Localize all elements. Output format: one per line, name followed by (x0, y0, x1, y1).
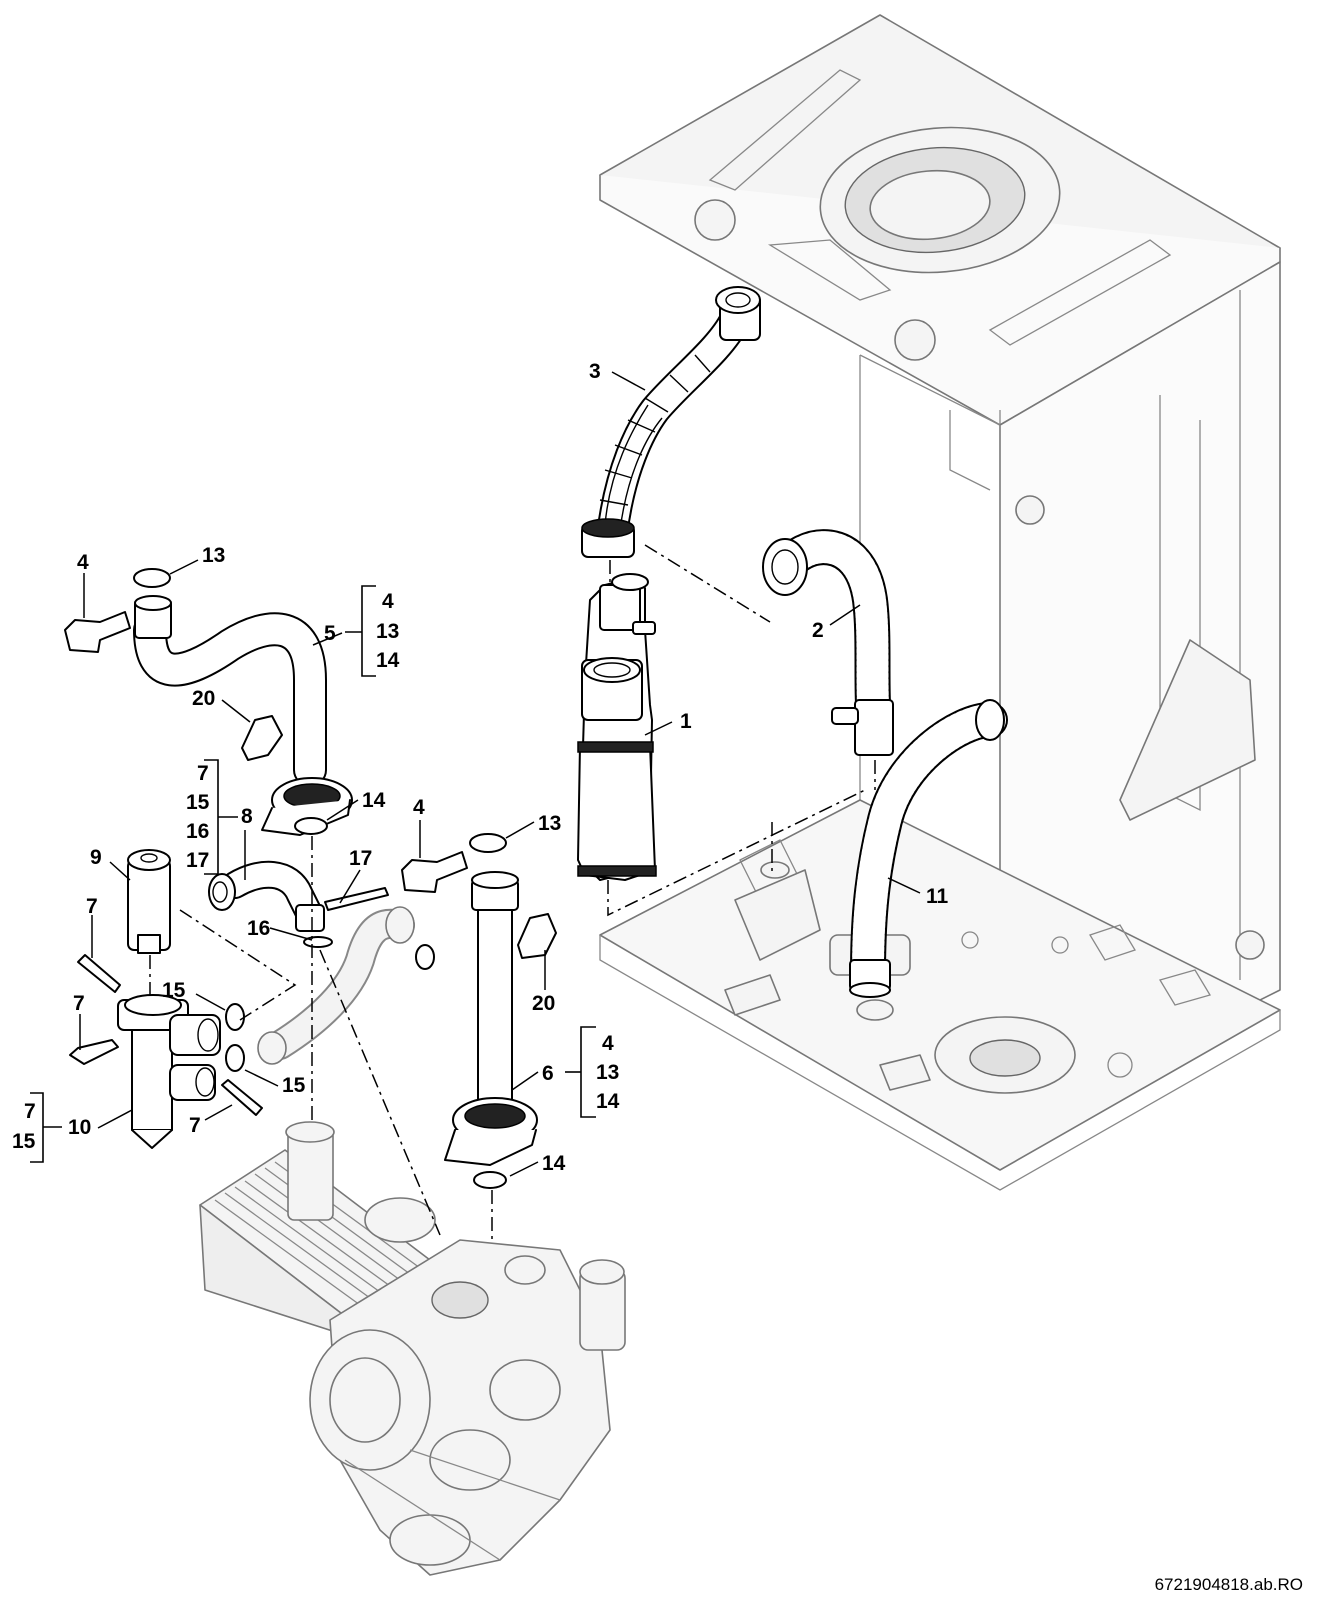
part-3-pipe (581, 286, 761, 558)
callout-17: 17 (349, 847, 372, 870)
callout-15-upper: 15 (162, 979, 186, 1002)
part-6-pipe (444, 871, 538, 1166)
callout-4-left: 4 (77, 551, 89, 574)
callout-7-top: 7 (86, 895, 98, 918)
group-8-labels: 7 15 16 17 (186, 762, 210, 872)
group-5-item: 14 (376, 649, 400, 672)
group-6-item: 4 (602, 1032, 614, 1055)
callout-13-left: 13 (202, 544, 225, 567)
group-10-item: 15 (12, 1130, 36, 1153)
callout-2: 2 (812, 619, 824, 642)
callout-1: 1 (680, 710, 692, 733)
group-6-labels: 4 13 14 (596, 1032, 620, 1113)
callout-13-right: 13 (538, 812, 561, 835)
part-1-tube (577, 573, 657, 881)
assembly-lines (149, 544, 876, 1240)
callout-20-lower: 20 (532, 992, 555, 1015)
callout-6: 6 (542, 1062, 554, 1085)
callout-3: 3 (589, 360, 601, 383)
callout-7-mid: 7 (73, 992, 85, 1015)
callout-15-lower: 15 (282, 1074, 306, 1097)
part-8-elbow (208, 860, 325, 932)
callout-14-upper: 14 (362, 789, 386, 812)
hydraulic-unit-assembly (199, 1121, 626, 1576)
callout-10: 10 (68, 1116, 91, 1139)
group-10-labels: 7 15 (12, 1100, 36, 1153)
drawing-code: 6721904818.ab.RO (1155, 1575, 1303, 1594)
callout-8: 8 (241, 805, 253, 828)
callout-5: 5 (324, 622, 336, 645)
part-10-valve (117, 994, 221, 1149)
callout-labels: 1 2 3 5 6 8 9 10 11 16 17 4 4 13 13 14 1… (68, 360, 949, 1175)
group-10-item: 7 (24, 1100, 36, 1123)
group-5-item: 4 (382, 590, 394, 613)
callout-7-bottom: 7 (189, 1114, 201, 1137)
part-9-cartridge (127, 849, 171, 954)
boiler-casing-frame (599, 14, 1281, 1191)
group-6-item: 13 (596, 1061, 619, 1084)
group-brackets (30, 585, 596, 1163)
callout-4-right: 4 (413, 796, 425, 819)
part-2-hose (762, 529, 894, 756)
part-5-pipe (133, 595, 353, 836)
group-8-item: 17 (186, 849, 209, 872)
callout-9: 9 (90, 846, 102, 869)
group-5-item: 13 (376, 620, 399, 643)
group-8-item: 15 (186, 791, 210, 814)
small-parts (64, 568, 557, 1189)
callout-14-lower: 14 (542, 1152, 566, 1175)
group-5-labels: 4 13 14 (376, 590, 400, 672)
callout-20-upper: 20 (192, 687, 215, 710)
group-8-item: 16 (186, 820, 209, 843)
callout-11: 11 (926, 885, 949, 908)
leader-lines (79, 371, 921, 1177)
bypass-pipe (257, 906, 415, 1065)
group-6-item: 14 (596, 1090, 620, 1113)
group-8-item: 7 (197, 762, 209, 785)
part-11-hose (849, 699, 1008, 998)
callout-16: 16 (247, 917, 270, 940)
